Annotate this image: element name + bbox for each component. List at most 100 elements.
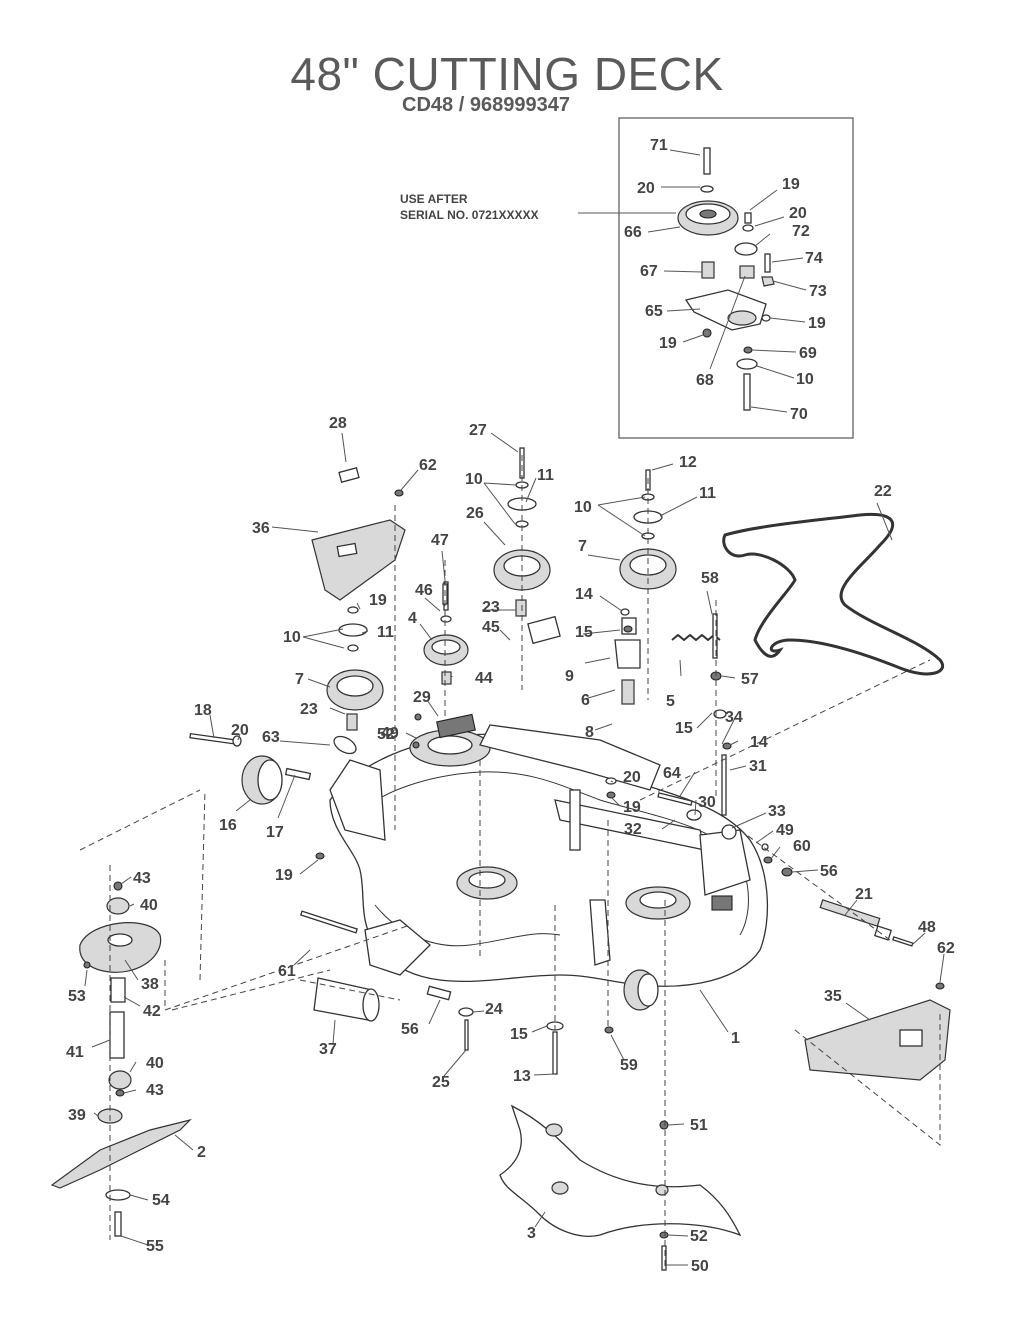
callout-19: 19 bbox=[659, 335, 677, 352]
main-callouts: 28 27 62 12 11 10 10 11 22 26 36 7 47 14… bbox=[66, 415, 955, 1275]
callout-64: 64 bbox=[663, 765, 681, 782]
callout-12: 12 bbox=[679, 454, 697, 471]
callout-8: 8 bbox=[585, 724, 594, 741]
callout-71: 71 bbox=[650, 137, 668, 154]
callout-26: 26 bbox=[466, 505, 484, 522]
callout-25: 25 bbox=[432, 1074, 450, 1091]
callout-68: 68 bbox=[696, 372, 714, 389]
assembly-centerlines bbox=[79, 455, 941, 1270]
callout-58: 58 bbox=[701, 570, 719, 587]
callout-49: 49 bbox=[381, 725, 399, 742]
callout-73: 73 bbox=[809, 283, 827, 300]
serial-note-line1: USE AFTER bbox=[400, 192, 468, 206]
callout-7: 7 bbox=[578, 538, 587, 555]
page-title: 48" CUTTING DECK bbox=[290, 48, 724, 100]
callout-10: 10 bbox=[465, 471, 483, 488]
callout-34: 34 bbox=[725, 709, 743, 726]
callout-67: 67 bbox=[640, 263, 658, 280]
callout-20: 20 bbox=[231, 722, 249, 739]
callout-9: 9 bbox=[565, 668, 574, 685]
callout-57: 57 bbox=[741, 671, 759, 688]
callout-70: 70 bbox=[790, 406, 808, 423]
callout-19: 19 bbox=[623, 799, 641, 816]
callout-42: 42 bbox=[143, 1003, 161, 1020]
callout-49: 49 bbox=[776, 822, 794, 839]
callout-1: 1 bbox=[731, 1030, 740, 1047]
callout-66: 66 bbox=[624, 224, 642, 241]
callout-19: 19 bbox=[782, 176, 800, 193]
inset-callouts: 71 20 19 20 66 72 74 67 73 65 19 19 69 6… bbox=[624, 137, 827, 423]
callout-46: 46 bbox=[415, 582, 433, 599]
callout-10: 10 bbox=[574, 499, 592, 516]
callout-55: 55 bbox=[146, 1238, 164, 1255]
callout-56: 56 bbox=[820, 863, 838, 880]
callout-61: 61 bbox=[278, 963, 296, 980]
callout-52: 52 bbox=[377, 726, 395, 743]
callout-43: 43 bbox=[133, 870, 151, 887]
callout-24: 24 bbox=[485, 1001, 503, 1018]
callout-10: 10 bbox=[283, 629, 301, 646]
callout-45: 45 bbox=[482, 619, 500, 636]
loose-hardware bbox=[189, 489, 945, 1271]
callout-3: 3 bbox=[527, 1225, 536, 1242]
callout-14: 14 bbox=[750, 734, 768, 751]
callout-38: 38 bbox=[141, 976, 159, 993]
callout-53: 53 bbox=[68, 988, 86, 1005]
callout-19: 19 bbox=[275, 867, 293, 884]
callout-43: 43 bbox=[146, 1082, 164, 1099]
callout-29: 29 bbox=[413, 689, 431, 706]
callout-14: 14 bbox=[575, 586, 593, 603]
callout-32: 32 bbox=[624, 821, 642, 838]
callout-22: 22 bbox=[874, 483, 892, 500]
callout-62: 62 bbox=[419, 457, 437, 474]
callout-17: 17 bbox=[266, 824, 284, 841]
callout-63: 63 bbox=[262, 729, 280, 746]
callout-5: 5 bbox=[666, 693, 675, 710]
callout-16: 16 bbox=[219, 817, 237, 834]
callout-20: 20 bbox=[789, 205, 807, 222]
callout-19: 19 bbox=[369, 592, 387, 609]
callout-28: 28 bbox=[329, 415, 347, 432]
callout-7: 7 bbox=[295, 671, 304, 688]
callout-11: 11 bbox=[537, 467, 554, 484]
callout-69: 69 bbox=[799, 345, 817, 362]
callout-19: 19 bbox=[808, 315, 826, 332]
callout-4: 4 bbox=[408, 610, 417, 627]
callout-44: 44 bbox=[475, 670, 493, 687]
callout-51: 51 bbox=[690, 1117, 708, 1134]
callout-59: 59 bbox=[620, 1057, 638, 1074]
callout-35: 35 bbox=[824, 988, 842, 1005]
serial-note-line2: SERIAL NO. 0721XXXXX bbox=[400, 208, 539, 222]
deck-housing bbox=[241, 713, 768, 1011]
callout-31: 31 bbox=[749, 758, 767, 775]
callout-20: 20 bbox=[623, 769, 641, 786]
callout-18: 18 bbox=[194, 702, 212, 719]
spindle-blade-assembly bbox=[50, 881, 192, 1237]
callout-30: 30 bbox=[698, 794, 716, 811]
callout-47: 47 bbox=[431, 532, 449, 549]
callout-23: 23 bbox=[482, 599, 500, 616]
callout-11: 11 bbox=[699, 485, 716, 502]
callout-23: 23 bbox=[300, 701, 318, 718]
callout-15: 15 bbox=[510, 1026, 528, 1043]
belt-shields bbox=[311, 467, 951, 1081]
callout-13: 13 bbox=[513, 1068, 531, 1085]
callout-65: 65 bbox=[645, 303, 663, 320]
callout-54: 54 bbox=[152, 1192, 170, 1209]
callout-15: 15 bbox=[675, 720, 693, 737]
callout-60: 60 bbox=[793, 838, 811, 855]
drive-belt bbox=[722, 512, 944, 676]
callout-11: 11 bbox=[377, 624, 394, 641]
page-subtitle: CD48 / 968999347 bbox=[402, 94, 570, 116]
inset-parts bbox=[677, 147, 775, 411]
callout-62: 62 bbox=[937, 940, 955, 957]
callout-10: 10 bbox=[796, 371, 814, 388]
callout-40: 40 bbox=[146, 1055, 164, 1072]
pulley-stacks bbox=[326, 447, 722, 731]
callout-21: 21 bbox=[855, 886, 873, 903]
callout-39: 39 bbox=[68, 1107, 86, 1124]
callout-56: 56 bbox=[401, 1021, 419, 1038]
callout-6: 6 bbox=[581, 692, 590, 709]
callout-41: 41 bbox=[66, 1044, 84, 1061]
